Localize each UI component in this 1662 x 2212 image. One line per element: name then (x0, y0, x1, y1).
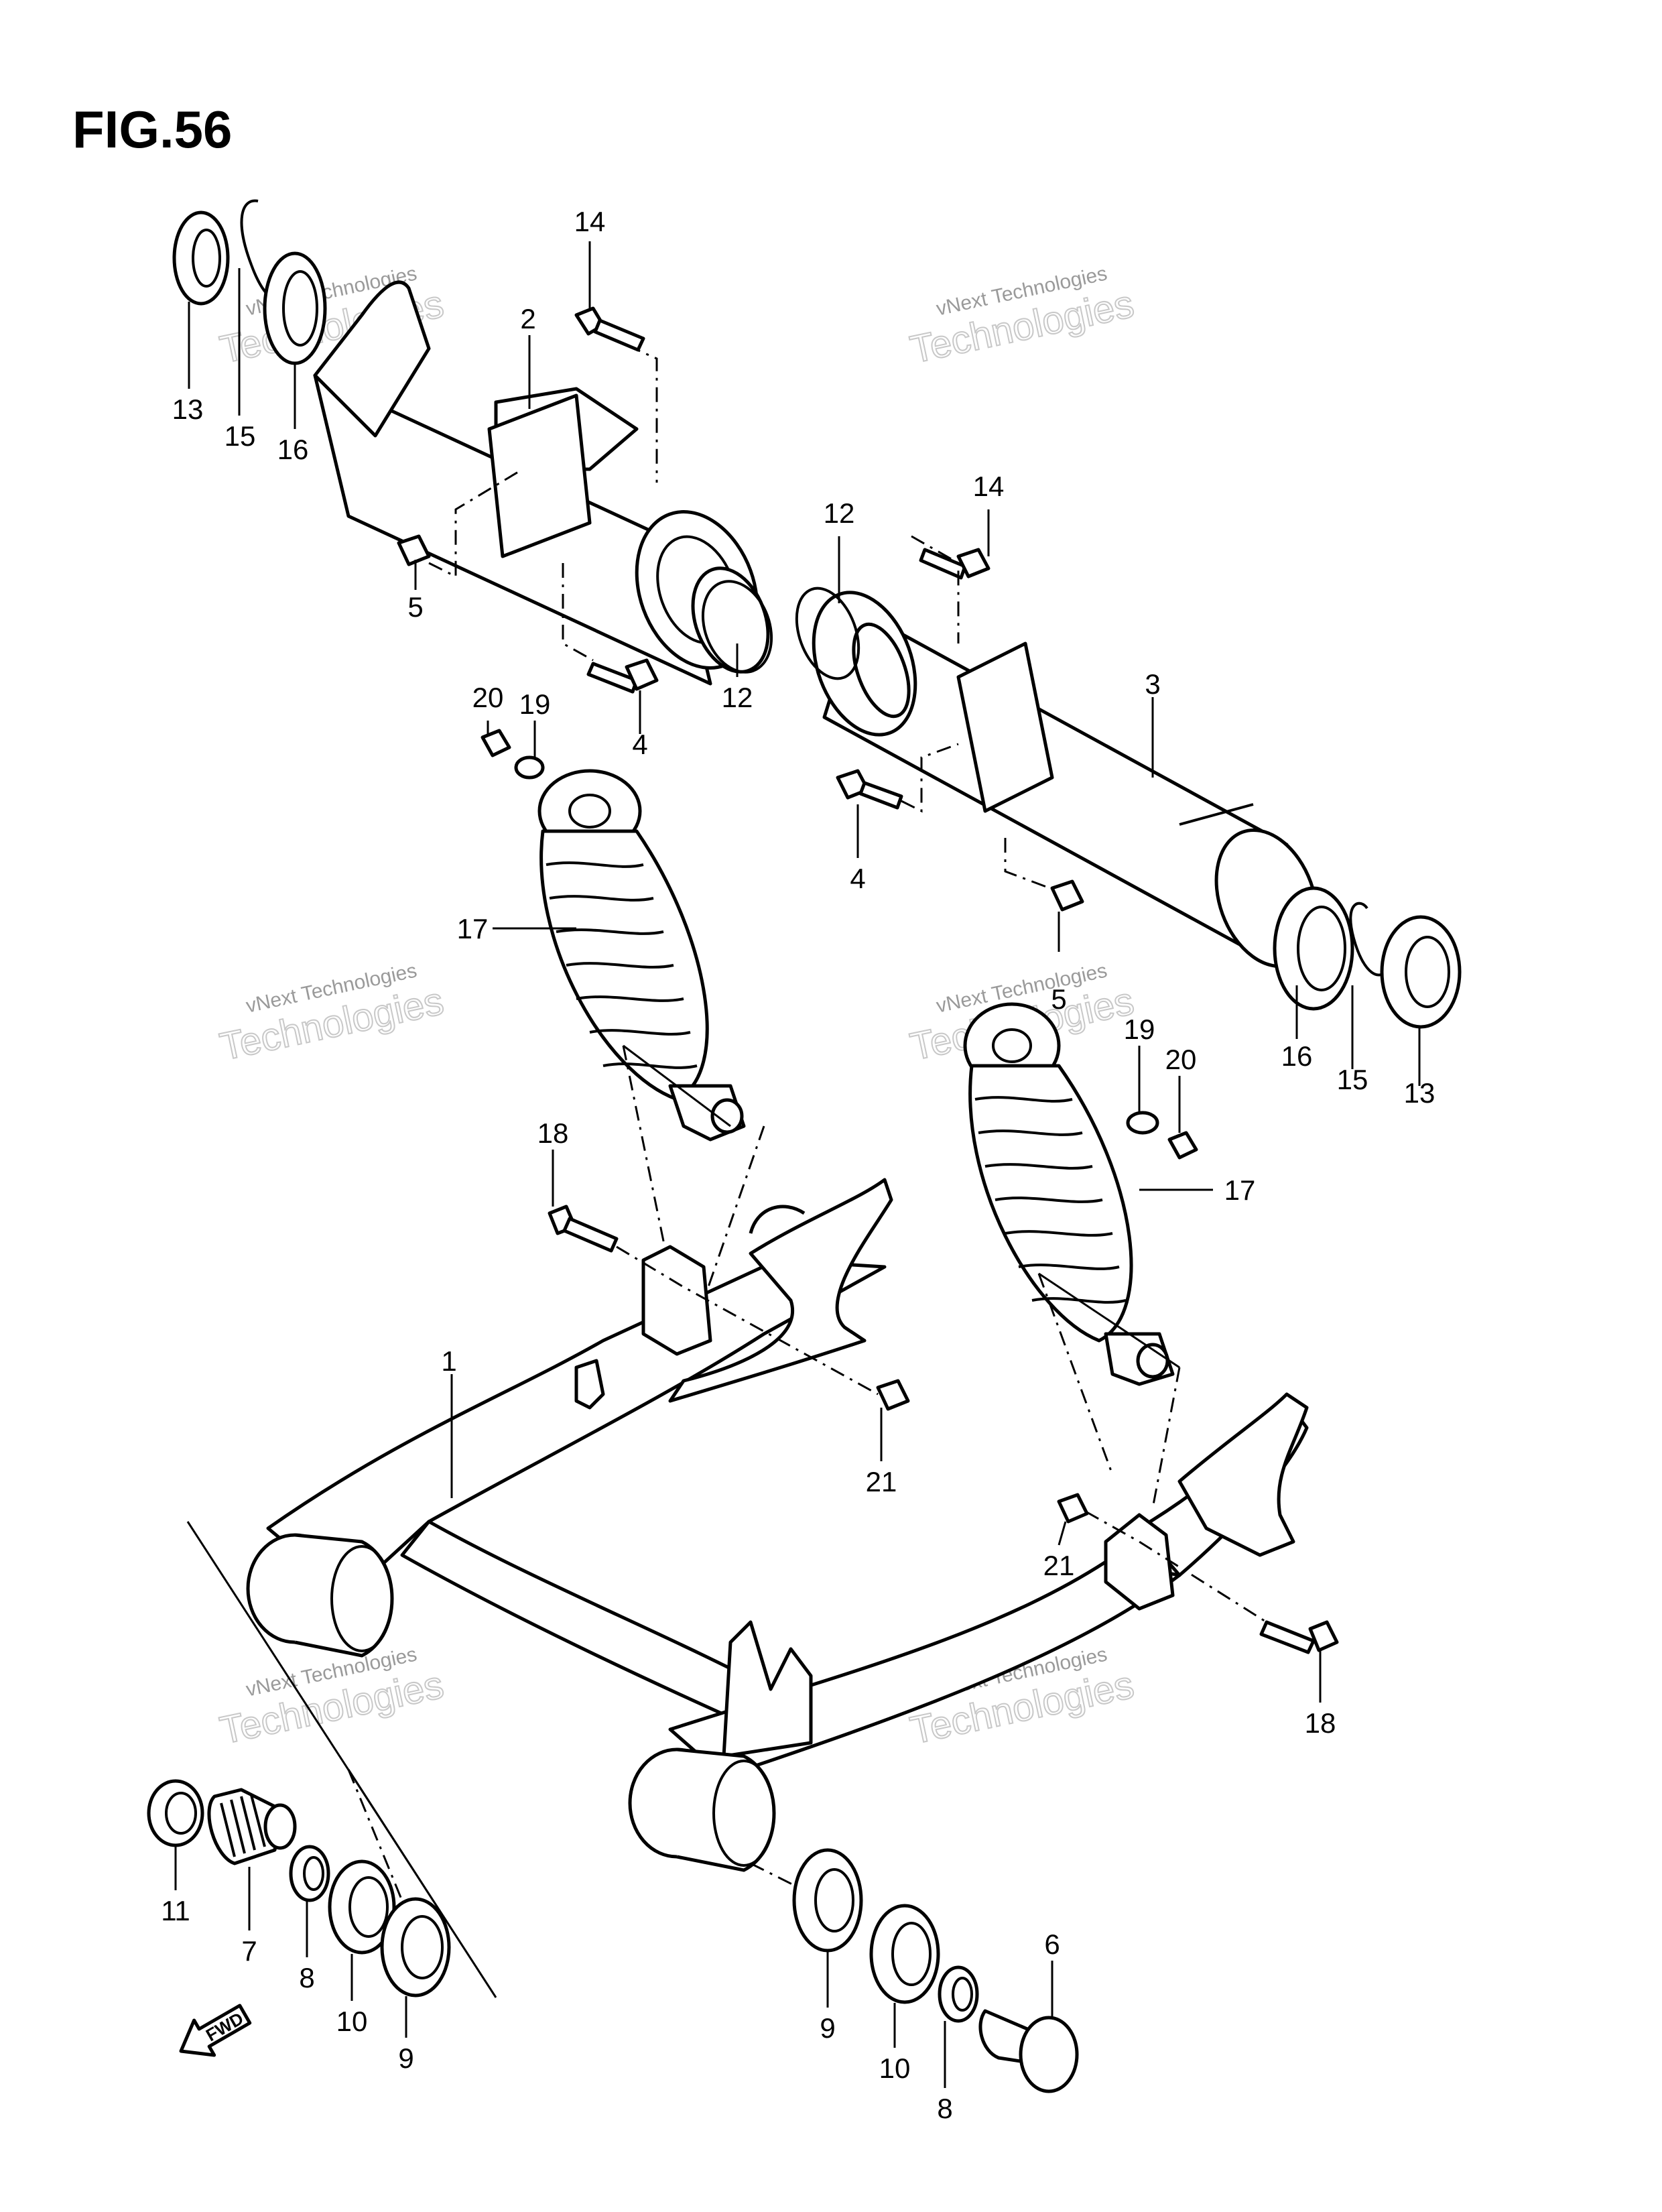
washer-right (1126, 1111, 1159, 1135)
seal-ring-upper-left (172, 210, 230, 306)
callout-label: 4 (632, 729, 647, 760)
lock-nut-11 (147, 1779, 204, 1847)
axle-housing-left (313, 280, 770, 686)
callout-label: 9 (820, 2012, 835, 2044)
callout-label: 10 (879, 2052, 911, 2084)
callout-label: 14 (574, 206, 606, 237)
pivot-shaft-7 (207, 1788, 297, 1865)
callout-label: 21 (866, 1466, 897, 1497)
swing-arm (246, 1178, 1309, 1872)
callout-label: 17 (1224, 1174, 1256, 1206)
nut-right (1050, 879, 1084, 912)
callout-label: 13 (172, 393, 204, 425)
bearing-right (1273, 886, 1354, 1011)
leader-lines (174, 241, 1421, 2088)
o-ring-right (795, 587, 860, 680)
bolt-upper-left (574, 306, 645, 352)
nut-mount-left (876, 1379, 910, 1411)
callout-label: 8 (299, 1962, 314, 1993)
bolt-lower-right-housing (836, 769, 903, 810)
callout-label: 20 (1165, 1044, 1197, 1075)
callout-label: 9 (398, 2042, 413, 2074)
pivot-bolt-6 (978, 2009, 1079, 2093)
seal-10-right (869, 1904, 940, 2004)
callout-label: 19 (1124, 1013, 1155, 1045)
seal-10-left (328, 1859, 396, 1955)
callout-label: 5 (1051, 983, 1066, 1015)
callout-label: 3 (1145, 668, 1160, 700)
watermark: vNext Technologies Technologies (906, 262, 1139, 372)
bolt-upper-right (919, 548, 990, 580)
axle-housing-right (812, 591, 1319, 969)
callout-label: 5 (407, 591, 423, 623)
shock-absorber-left (537, 769, 746, 1142)
assembly-line-pivot-left (347, 1769, 410, 1918)
shock-absorber-right (963, 1002, 1175, 1386)
callout-label: 16 (1281, 1040, 1313, 1072)
bearing-upper-left (263, 251, 327, 365)
callout-label: 2 (520, 303, 535, 334)
assembly-lines-mounts (616, 1245, 1267, 1623)
callout-label: 18 (537, 1117, 569, 1149)
callout-label: 12 (722, 682, 753, 713)
callout-label: 13 (1404, 1077, 1435, 1109)
bolt-lower-left (586, 658, 659, 694)
assembly-guide-left (186, 1521, 497, 1998)
figure-title: FIG.56 (72, 100, 232, 159)
washer-top-left (514, 755, 545, 780)
callout-label: 18 (1305, 1707, 1336, 1739)
o-ring-left (701, 580, 773, 674)
bearing-9-right (792, 1848, 863, 1953)
callout-label: 12 (824, 497, 855, 529)
nut-top-left (481, 729, 511, 757)
callout-label: 8 (937, 2093, 952, 2124)
callout-label: 15 (225, 420, 256, 452)
spacer-8-right (938, 1965, 979, 2023)
watermark: vNext Technologies Technologies (216, 959, 448, 1069)
bearing-9-left (380, 1897, 451, 1998)
assembly-line-pivot-right (750, 1862, 805, 1892)
callout-label: 10 (336, 2006, 368, 2037)
nut-top-right (1167, 1131, 1198, 1160)
callout-label: 17 (457, 913, 489, 944)
bolt-shock-left (548, 1205, 619, 1253)
spacer-8-left (289, 1845, 330, 1902)
callout-label: 14 (973, 471, 1005, 502)
watermark: vNext Technologies Technologies (216, 1643, 448, 1753)
callout-label: 1 (441, 1345, 456, 1377)
callout-label: 6 (1044, 1928, 1060, 1960)
nut-mount-right (1057, 1493, 1089, 1524)
assembly-lines-shocks (622, 1044, 1181, 1509)
callout-label: 21 (1043, 1550, 1075, 1581)
seal-ring-right (1380, 915, 1462, 1029)
assembly-lines-upper (428, 344, 1060, 893)
callouts: 14 2 13 15 16 5 12 4 12 14 3 4 5 16 15 1… (161, 206, 1435, 2124)
callout-label: 16 (277, 434, 309, 465)
fwd-arrow-icon: FWD (179, 2004, 252, 2057)
callout-label: 19 (519, 688, 551, 720)
callout-label: 15 (1337, 1064, 1368, 1095)
callout-label: 7 (241, 1935, 257, 1967)
nut-upper-left (397, 534, 431, 566)
callout-label: 11 (161, 1895, 190, 1926)
callout-label: 4 (850, 863, 865, 894)
callout-label: 20 (472, 682, 504, 713)
bolt-shock-right (1259, 1620, 1339, 1654)
